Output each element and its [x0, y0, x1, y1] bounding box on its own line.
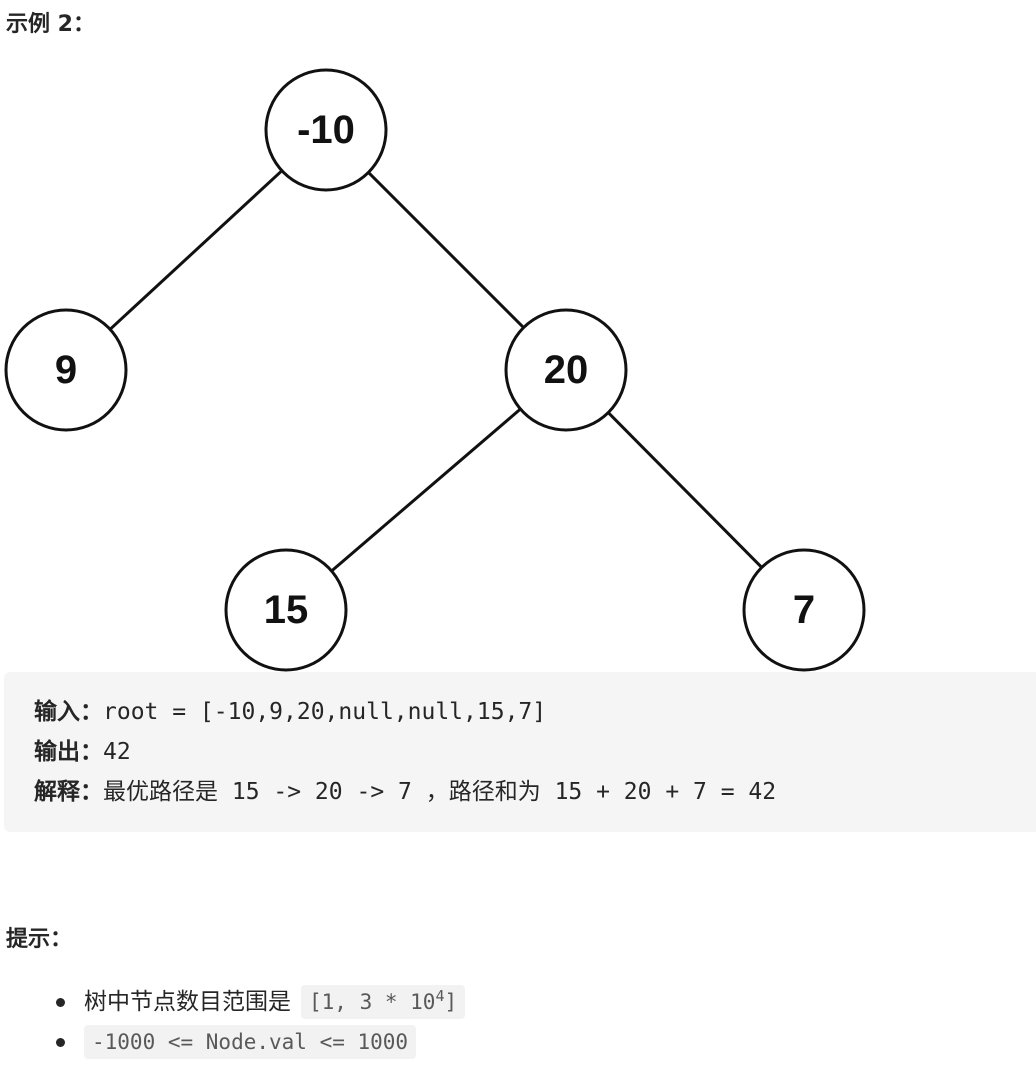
explanation-comma: ， [425, 779, 449, 805]
tree-node-7: 7 [742, 548, 866, 672]
explanation-text-2: 路径和为 [448, 779, 541, 805]
explanation-line: 解释：最优路径是 15 -> 20 -> 7 ，路径和为 15 + 20 + 7… [34, 772, 1036, 812]
constraints-list: 树中节点数目范围是 [1, 3 * 104] -1000 <= Node.val … [0, 982, 466, 1062]
bullet-dot-icon [56, 1038, 65, 1047]
tree-node-label: 7 [793, 588, 815, 632]
output-value: 42 [103, 739, 131, 765]
tree-node-circle [4, 308, 128, 432]
binary-tree-diagram: -10 9 20 15 7 [0, 60, 900, 680]
tree-node--10: -10 [264, 68, 388, 192]
constraint-code-range: [1, 3 * 104] [301, 985, 466, 1019]
constraint-code-exponent: 4 [435, 987, 445, 1005]
explanation-sum: 15 + 20 + 7 = 42 [540, 779, 777, 805]
tree-edge-n0-n1 [109, 169, 283, 331]
explanation-text-1: 最优路径是 [103, 779, 218, 805]
tree-node-label: 15 [264, 588, 309, 632]
input-line: 输入：root = [-10,9,20,null,null,15,7] [34, 692, 1036, 732]
constraint-item-node-count: 树中节点数目范围是 [1, 3 * 104] [0, 982, 466, 1022]
constraint-code-value-range: -1000 <= Node.val <= 1000 [84, 1025, 417, 1059]
output-line: 输出：42 [34, 732, 1036, 772]
tree-node-label: 9 [55, 348, 77, 392]
tree-node-9: 9 [4, 308, 128, 432]
tree-node-circle [224, 548, 348, 672]
constraint-code-close: ] [444, 990, 458, 1014]
input-value: root = [-10,9,20,null,null,15,7] [103, 699, 547, 725]
constraint-text: 树中节点数目范围是 [84, 989, 291, 1015]
constraint-code-range-text: [1, 3 * 10 [309, 990, 436, 1014]
tree-node-label: 20 [544, 348, 589, 392]
tree-node-circle [742, 548, 866, 672]
tree-node-15: 15 [224, 548, 348, 672]
tree-edge-n2-n4 [607, 411, 763, 569]
binary-tree-svg: -10 9 20 15 7 [4, 68, 866, 672]
input-label: 输入： [34, 699, 103, 725]
bullet-dot-icon [56, 998, 65, 1007]
example-io-block: 输入：root = [-10,9,20,null,null,15,7] 输出：4… [4, 672, 1036, 832]
tree-edge-n2-n3 [330, 407, 522, 573]
explanation-path: 15 -> 20 -> 7 [218, 779, 426, 805]
constraint-item-node-value: -1000 <= Node.val <= 1000 [0, 1022, 465, 1062]
tree-node-20: 20 [504, 308, 628, 432]
tree-edge-n0-n2 [367, 171, 525, 329]
tree-node-circle [504, 308, 628, 432]
tree-node-label: -10 [297, 108, 355, 152]
output-label: 输出： [34, 739, 103, 765]
example-heading: 示例 2： [6, 12, 95, 37]
hints-heading: 提示： [6, 927, 73, 952]
tree-node-circle [264, 68, 388, 192]
explanation-label: 解释： [34, 779, 103, 805]
